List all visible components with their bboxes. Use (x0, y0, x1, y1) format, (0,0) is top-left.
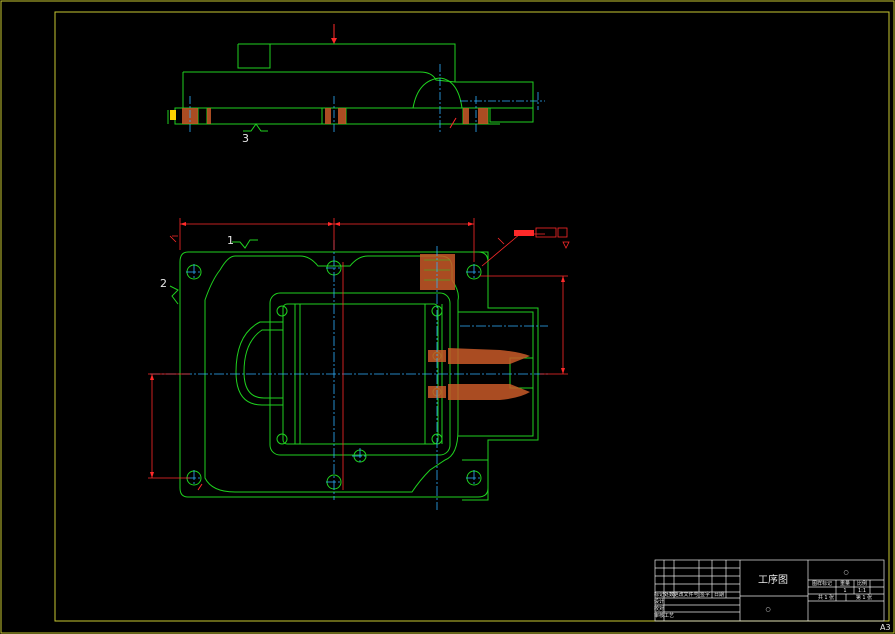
row-process: 工艺 (664, 613, 674, 619)
header-mark: 图样标记 (812, 580, 832, 587)
front-view-outline (179, 251, 539, 501)
sheet-size-label: A3 (880, 623, 891, 632)
value-weight: 1 (843, 588, 846, 594)
row-check: 校对 (654, 605, 664, 612)
front-view-centerlines (150, 240, 548, 510)
value-scale: 1:1 (858, 588, 866, 594)
sheet-total: 共 1 张 (818, 594, 834, 601)
top-view-marker-3: 3 (242, 132, 249, 145)
header-change-doc: 更改文件号 (673, 591, 698, 598)
header-scale: 比例 (857, 580, 867, 587)
header-weight: 重量 (840, 580, 850, 587)
drawing-title: 工序图 (758, 573, 788, 586)
front-marker-1: 1 (227, 234, 234, 247)
dimensions (148, 218, 568, 490)
header-marking: 标记 (654, 591, 664, 598)
header-count: 处数 (664, 591, 674, 598)
tolerance-frame (514, 227, 570, 249)
title-block-symbol-top: ○ (843, 569, 848, 576)
top-view-hatch (182, 108, 488, 124)
top-view-markers: 3 (170, 24, 457, 145)
front-marker-2: 2 (160, 277, 167, 290)
dimension-arrows (150, 222, 565, 478)
row-design: 设计 (654, 598, 664, 605)
title-block-symbol-bottom: ○ (765, 606, 770, 613)
title-block-text: 工序图 ○ ○ 图样标记 重量 比例 1 1:1 共 1 张 第 1 张 标记 … (654, 569, 872, 619)
top-view-centerlines (189, 64, 545, 132)
front-view-markers: 1 2 (160, 234, 258, 491)
row-review: 审核 (654, 612, 664, 619)
title-block (654, 559, 885, 622)
header-signature: 签字 (700, 591, 710, 598)
header-date: 日期 (714, 592, 724, 598)
sheet-number: 第 1 张 (856, 594, 872, 601)
front-view-hatch (420, 254, 530, 400)
